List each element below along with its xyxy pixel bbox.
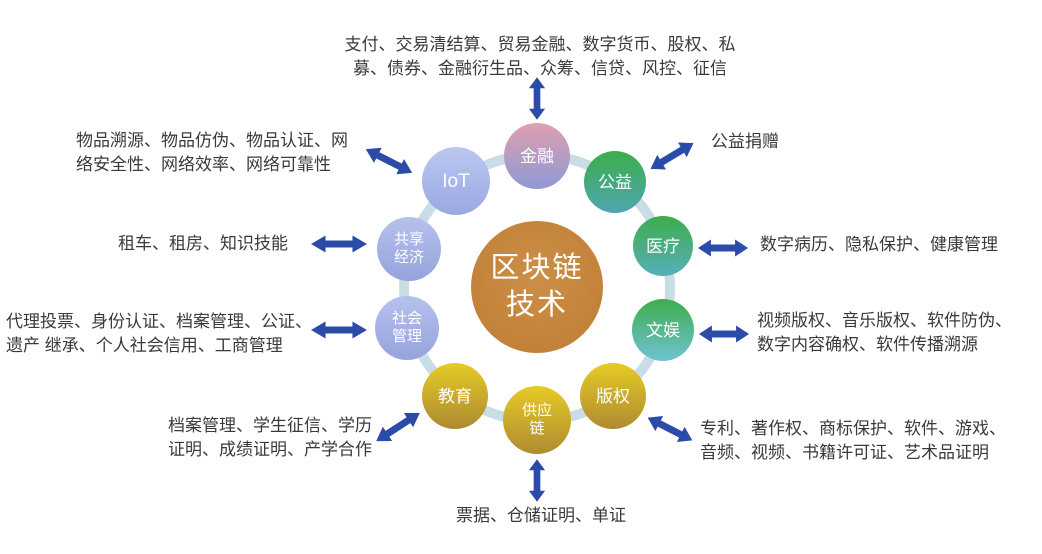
node-sharing-economy-label-line1: 共享 [393, 231, 424, 248]
node-iot: IoT [422, 147, 490, 215]
annotation-finance: 支付、交易清结算、贸易金融、数字货币、股权、私 募、债券、金融衍生品、众筹、信贷… [344, 35, 736, 78]
node-charity-label: 公益 [598, 172, 632, 192]
node-medical-label: 医疗 [646, 236, 680, 256]
node-supply-chain-label-line2: 链 [529, 420, 545, 437]
node-supply-chain-label-line1: 供应 [521, 402, 552, 419]
node-social-management-label-line1: 社会 [391, 310, 422, 327]
node-blockchain-center: 区块链 技术 [471, 221, 603, 353]
annotation-sharing-economy: 租车、租房、知识技能 [118, 234, 288, 253]
center-label-line2: 技术 [505, 289, 568, 321]
annotation-education: 档案管理、学生征信、学历 证明、成绩证明、产学合作 [168, 416, 372, 459]
node-education: 教育 [422, 363, 488, 429]
double-arrow-icon-finance [528, 77, 547, 121]
double-arrow-icon-copyright [642, 408, 697, 449]
node-education-label: 教育 [438, 386, 472, 406]
double-arrow-icon-education [370, 404, 426, 450]
node-medical: 医疗 [633, 216, 693, 276]
node-finance-label: 金融 [520, 146, 554, 166]
double-arrow-icon-iot [360, 140, 417, 182]
node-charity: 公益 [584, 151, 646, 213]
node-entertainment: 文娱 [632, 299, 694, 361]
double-arrow-icon-supply-chain [528, 459, 547, 503]
double-arrow-icon-social-management [310, 320, 368, 340]
annotation-charity: 公益捐赠 [711, 132, 779, 151]
node-sharing-economy: 共享 经济 [377, 217, 441, 281]
annotation-iot: 物品溯源、物品仿伪、物品认证、网 络安全性、网络效率、网络可靠性 [76, 131, 348, 174]
node-social-management-label-line2: 管理 [391, 328, 422, 345]
annotation-medical: 数字病历、隐私保护、健康管理 [760, 235, 998, 254]
node-sharing-economy-label-line2: 经济 [393, 249, 424, 266]
annotation-copyright: 专利、著作权、商标保护、软件、游戏、 音频、视频、书籍许可证、艺术品证明 [700, 419, 1006, 462]
double-arrow-icon-sharing-economy [310, 234, 368, 254]
node-finance: 金融 [504, 123, 570, 189]
center-label-line1: 区块链 [490, 252, 584, 284]
node-entertainment-label: 文娱 [646, 320, 680, 340]
double-arrow-icon-medical [697, 238, 749, 258]
node-supply-chain: 供应 链 [503, 386, 571, 454]
node-iot-label: IoT [442, 170, 470, 192]
double-arrow-icon-charity [645, 134, 700, 178]
node-copyright: 版权 [580, 363, 646, 429]
double-arrow-icon-entertainment [698, 324, 750, 344]
annotation-social-management: 代理投票、身份认证、档案管理、公证、 遗产 继承、个人社会信用、工商管理 [6, 312, 312, 355]
node-social-management: 社会 管理 [375, 296, 439, 360]
annotation-supply-chain: 票据、仓储证明、单证 [456, 506, 626, 525]
node-copyright-label: 版权 [596, 386, 630, 406]
annotation-entertainment: 视频版权、音乐版权、软件防伪、 数字内容确权、软件传播溯源 [757, 311, 1012, 354]
